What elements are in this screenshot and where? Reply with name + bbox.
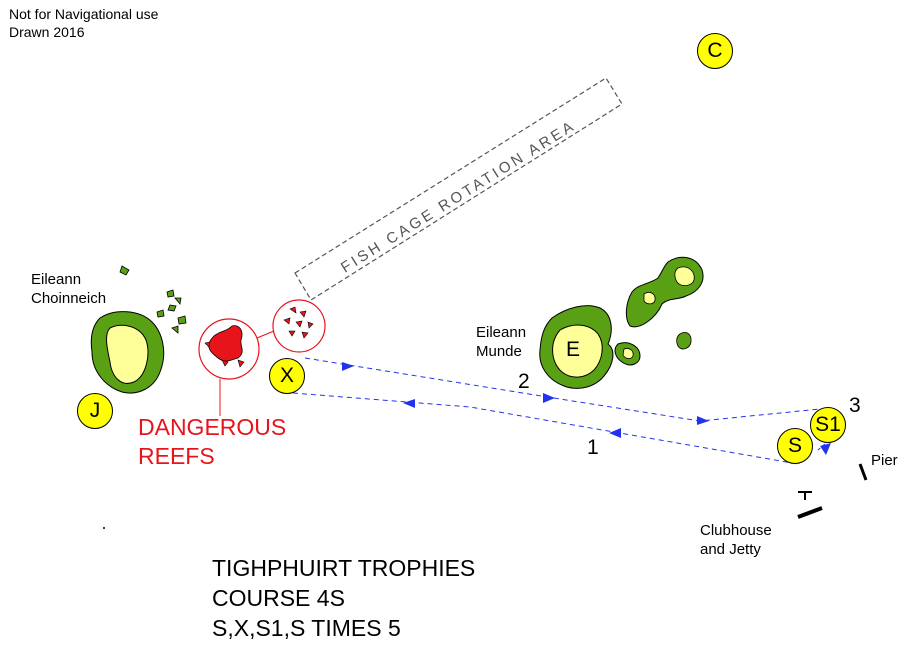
- fish-cage-area-outline: [294, 77, 623, 301]
- islet-choinneich-4: [167, 304, 177, 312]
- reef-large-bit-2: [237, 359, 245, 368]
- course-arrow-4: [403, 399, 415, 408]
- buoy-e: E: [555, 332, 591, 368]
- buoy-s1: S1: [810, 407, 846, 443]
- jetty-mark: [797, 506, 823, 519]
- reef-large-bit-3: [204, 341, 211, 348]
- course-arrow-2: [543, 393, 555, 403]
- leg-number-1: 1: [587, 436, 599, 459]
- label-eileann-choinneich: Eileann Choinneich: [31, 270, 106, 308]
- islet-choinneich-1: [119, 265, 130, 276]
- islet-choinneich-3: [174, 297, 182, 305]
- reef-small-4: [295, 320, 303, 328]
- islet-choinneich-5: [156, 309, 165, 318]
- islet-northeast: [676, 332, 692, 350]
- leg-number-3: 3: [849, 394, 861, 417]
- course-line-leg1: [292, 392, 799, 465]
- islet-choinneich-2: [166, 289, 175, 298]
- label-clubhouse-and-jetty: Clubhouse and Jetty: [700, 521, 772, 559]
- buoy-c: C: [697, 33, 733, 69]
- reef-circle-small: [272, 299, 326, 353]
- course-title: TIGHPHUIRT TROPHIES: [212, 555, 476, 581]
- reef-connector: [256, 330, 275, 339]
- label-choinneich-line-2: Choinneich: [31, 290, 107, 307]
- disclaimer-line-2: Drawn 2016: [9, 24, 85, 40]
- reef-small-5: [307, 321, 314, 329]
- island-munde-east-land: [622, 348, 634, 359]
- course-sequence: S,X,S1,S TIMES 5: [212, 615, 401, 641]
- leg-number-2: 2: [518, 370, 530, 393]
- disclaimer-line-1: Not for Navigational use: [9, 6, 159, 22]
- pier-mark: [858, 463, 868, 481]
- label-clubhouse-line-1: Clubhouse: [700, 522, 772, 539]
- stray-mark: [103, 527, 105, 529]
- island-choinneich-land: [106, 324, 149, 384]
- label-dangerous-reefs: DANGEROUS REEFS: [138, 413, 286, 471]
- label-pier: Pier: [871, 452, 898, 469]
- disclaimer-note: Not for Navigational use Drawn 2016: [9, 5, 158, 41]
- label-dangerous-line-2: REEFS: [138, 443, 215, 469]
- reef-circle-large: [198, 318, 260, 380]
- course-line-leg3: [817, 442, 827, 451]
- reef-small-7: [301, 331, 309, 339]
- label-choinneich-line-1: Eileann: [31, 271, 82, 288]
- buoy-j: J: [77, 393, 113, 429]
- reef-large-bit-1: [221, 359, 229, 367]
- course-arrow-6: [820, 443, 831, 455]
- islet-choinneich-6: [177, 315, 187, 325]
- label-clubhouse-line-2: and Jetty: [700, 541, 761, 558]
- label-eileann-munde: Eileann Munde: [476, 323, 526, 361]
- course-number: COURSE 4S: [212, 585, 345, 611]
- course-title-block: TIGHPHUIRT TROPHIES COURSE 4S S,X,S1,S T…: [212, 553, 475, 643]
- label-munde-line-2: Munde: [476, 343, 522, 360]
- course-arrow-5: [609, 428, 621, 438]
- course-line-leg2: [304, 357, 821, 422]
- reef-small-1: [289, 306, 297, 314]
- label-munde-line-1: Eileann: [476, 324, 527, 341]
- reef-large-main: [208, 325, 243, 362]
- reef-small-3: [283, 317, 291, 325]
- islet-choinneich-7: [171, 325, 179, 334]
- island-northeast: [625, 256, 704, 328]
- buoy-s: S: [777, 428, 813, 464]
- reef-small-2: [299, 310, 307, 318]
- label-dangerous-line-1: DANGEROUS: [138, 414, 287, 440]
- island-northeast-land-1: [674, 266, 695, 286]
- reef-small-6: [288, 330, 296, 337]
- course-arrow-1: [342, 362, 354, 371]
- buoy-x: X: [269, 358, 305, 394]
- island-northeast-land-2: [643, 292, 656, 305]
- course-arrow-3: [697, 416, 709, 425]
